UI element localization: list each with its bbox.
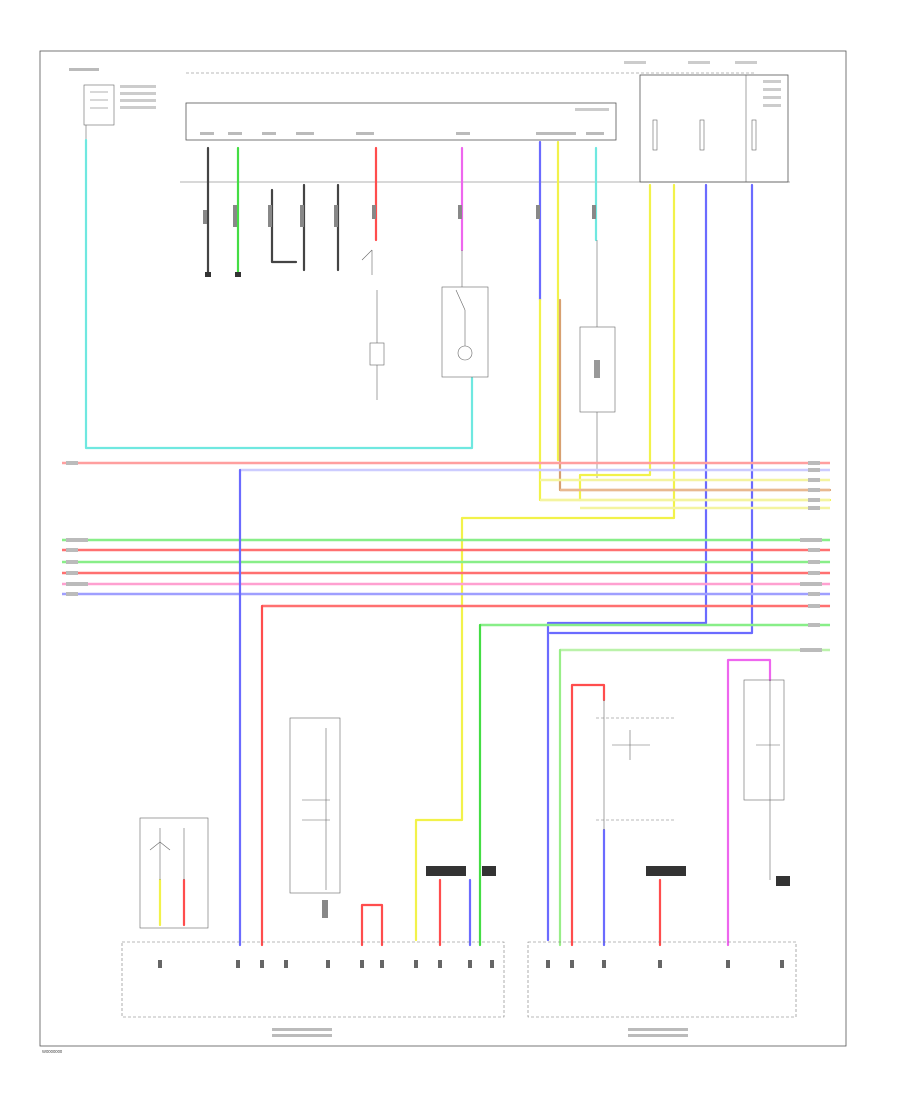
- bus-labels-left: [66, 461, 88, 596]
- harness-box-left: [121, 941, 505, 1018]
- lower-left-component: [139, 817, 209, 929]
- diagram-frame: [39, 50, 847, 1047]
- wire-yellow-2: [578, 183, 652, 502]
- wire-red-loop: [360, 903, 384, 947]
- wire-cyan-left: [84, 138, 474, 450]
- horizontal-buses: [62, 461, 830, 652]
- ground-icon: [205, 272, 241, 277]
- switch-icon: [361, 249, 385, 400]
- wire-blue-2: [546, 183, 708, 942]
- bus-labels-right: [800, 461, 822, 652]
- upper-left-relay-box: [69, 68, 156, 140]
- lower-switch-right: [596, 700, 676, 830]
- fuse-icon: [652, 119, 757, 151]
- harness-box-right: [527, 941, 797, 1018]
- wire-magenta-lower: [726, 658, 772, 947]
- footer-code: W0000000: [42, 1049, 63, 1054]
- relay-icon: [441, 250, 489, 378]
- wire-black-2: [270, 188, 298, 264]
- lower-switch-left: [289, 717, 341, 918]
- wire-blue-3: [548, 183, 754, 635]
- control-module-top: [180, 102, 790, 183]
- wire-orange-1: [558, 298, 832, 492]
- lower-switch-far-right: [743, 679, 785, 880]
- connector-labels-top: [203, 205, 596, 227]
- motor-icon: [579, 240, 616, 478]
- connector-icon: [426, 866, 790, 886]
- lower-pin-markers: [158, 960, 784, 968]
- fuse-box-right: [624, 61, 789, 183]
- wire-red-lower-right: [570, 683, 606, 947]
